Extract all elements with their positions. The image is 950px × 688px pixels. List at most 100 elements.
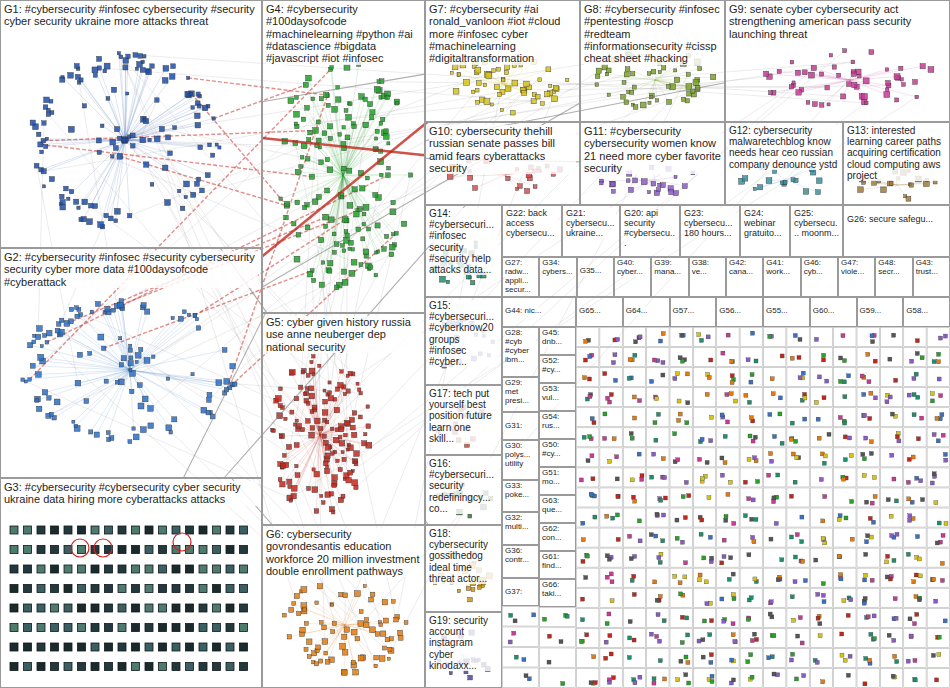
vertex-square xyxy=(674,69,677,72)
vertex-square xyxy=(302,205,306,209)
tie-line xyxy=(130,370,134,429)
vertex-square xyxy=(148,423,154,429)
vertex-square xyxy=(306,419,311,424)
vertex-square xyxy=(300,627,306,633)
tie-line xyxy=(291,435,320,500)
vertex-square xyxy=(30,120,35,125)
vertex-square xyxy=(118,136,122,140)
vertex-square xyxy=(127,213,131,217)
vertex-square xyxy=(511,110,516,115)
vertex-square xyxy=(275,395,281,401)
vertex-square xyxy=(292,602,296,606)
vertex-square xyxy=(321,261,324,264)
vertex-square xyxy=(409,173,413,177)
vertex-square xyxy=(199,565,207,573)
vertex-square xyxy=(299,385,303,389)
vertex-square xyxy=(629,90,633,94)
vertex-square xyxy=(546,67,551,72)
group-cell xyxy=(904,328,926,347)
group-cell xyxy=(787,348,809,367)
vertex-square xyxy=(336,459,339,462)
group-cell xyxy=(857,388,879,407)
group-cell xyxy=(787,368,809,387)
vertex-square xyxy=(707,376,711,380)
vertex-square xyxy=(89,203,94,208)
vertex-square xyxy=(132,585,140,593)
vertex-square xyxy=(49,177,54,182)
vertex-square xyxy=(295,419,298,422)
vertex-square xyxy=(240,526,248,534)
vertex-square xyxy=(294,111,300,117)
vertex-square xyxy=(139,347,143,351)
cross-line xyxy=(379,82,827,88)
vertex-square xyxy=(673,191,678,196)
vertex-square xyxy=(341,269,346,274)
vertex-square xyxy=(131,144,136,149)
vertex-square xyxy=(825,379,829,383)
vertex-square xyxy=(195,113,201,119)
vertex-square xyxy=(155,98,159,102)
vertex-square xyxy=(199,526,207,534)
vertex-square xyxy=(168,151,173,156)
vertex-square xyxy=(803,392,807,396)
vertex-square xyxy=(143,55,146,58)
vertex-square xyxy=(673,377,677,381)
vertex-square xyxy=(36,132,40,136)
vertex-square xyxy=(851,60,855,64)
vertex-square xyxy=(391,200,395,204)
vertex-square xyxy=(117,52,120,55)
vertex-square xyxy=(10,604,18,612)
vertex-square xyxy=(295,169,300,174)
vertex-square xyxy=(130,133,135,138)
vertex-square xyxy=(145,585,153,593)
vertex-square xyxy=(215,143,218,146)
vertex-square xyxy=(132,624,140,632)
vertex-square xyxy=(323,461,328,466)
vertex-square xyxy=(172,643,180,651)
vertex-square xyxy=(171,64,176,69)
cross-line xyxy=(209,69,548,400)
vertex-square xyxy=(380,173,384,177)
vertex-square xyxy=(798,376,802,380)
vertex-square xyxy=(832,65,836,69)
vertex-square xyxy=(307,272,312,277)
group-cell xyxy=(834,328,856,347)
vertex-square xyxy=(24,604,32,612)
vertex-square xyxy=(356,382,359,385)
vertex-square xyxy=(369,627,375,633)
vertex-square xyxy=(325,445,331,451)
group-cell xyxy=(857,328,879,347)
vertex-square xyxy=(74,63,79,68)
vertex-square xyxy=(583,358,587,362)
vertex-square xyxy=(398,636,403,641)
vertex-square xyxy=(533,185,537,189)
vertex-square xyxy=(322,410,328,416)
vertex-square xyxy=(869,50,874,55)
vertex-square xyxy=(366,405,369,408)
vertex-square xyxy=(119,337,122,340)
vertex-square xyxy=(74,424,78,428)
group-cell xyxy=(810,368,832,387)
tie-line xyxy=(306,625,345,649)
vertex-square xyxy=(368,265,373,270)
vertex-square xyxy=(64,565,72,573)
vertex-square xyxy=(206,410,211,415)
vertex-square xyxy=(169,74,175,80)
vertex-square xyxy=(610,182,615,187)
vertex-square xyxy=(375,251,378,254)
vertex-square xyxy=(132,643,140,651)
vertex-square xyxy=(78,546,86,554)
vertex-square xyxy=(91,604,99,612)
vertex-square xyxy=(362,441,367,446)
cross-line xyxy=(38,123,44,337)
vertex-square xyxy=(342,634,347,639)
vertex-square xyxy=(112,308,116,312)
vertex-square xyxy=(77,206,80,209)
vertex-square xyxy=(313,128,319,134)
group-cell xyxy=(927,348,949,367)
vertex-square xyxy=(292,222,296,226)
vertex-square xyxy=(506,86,511,91)
vertex-square xyxy=(117,154,123,160)
vertex-square xyxy=(452,64,458,70)
vertex-square xyxy=(172,565,180,573)
